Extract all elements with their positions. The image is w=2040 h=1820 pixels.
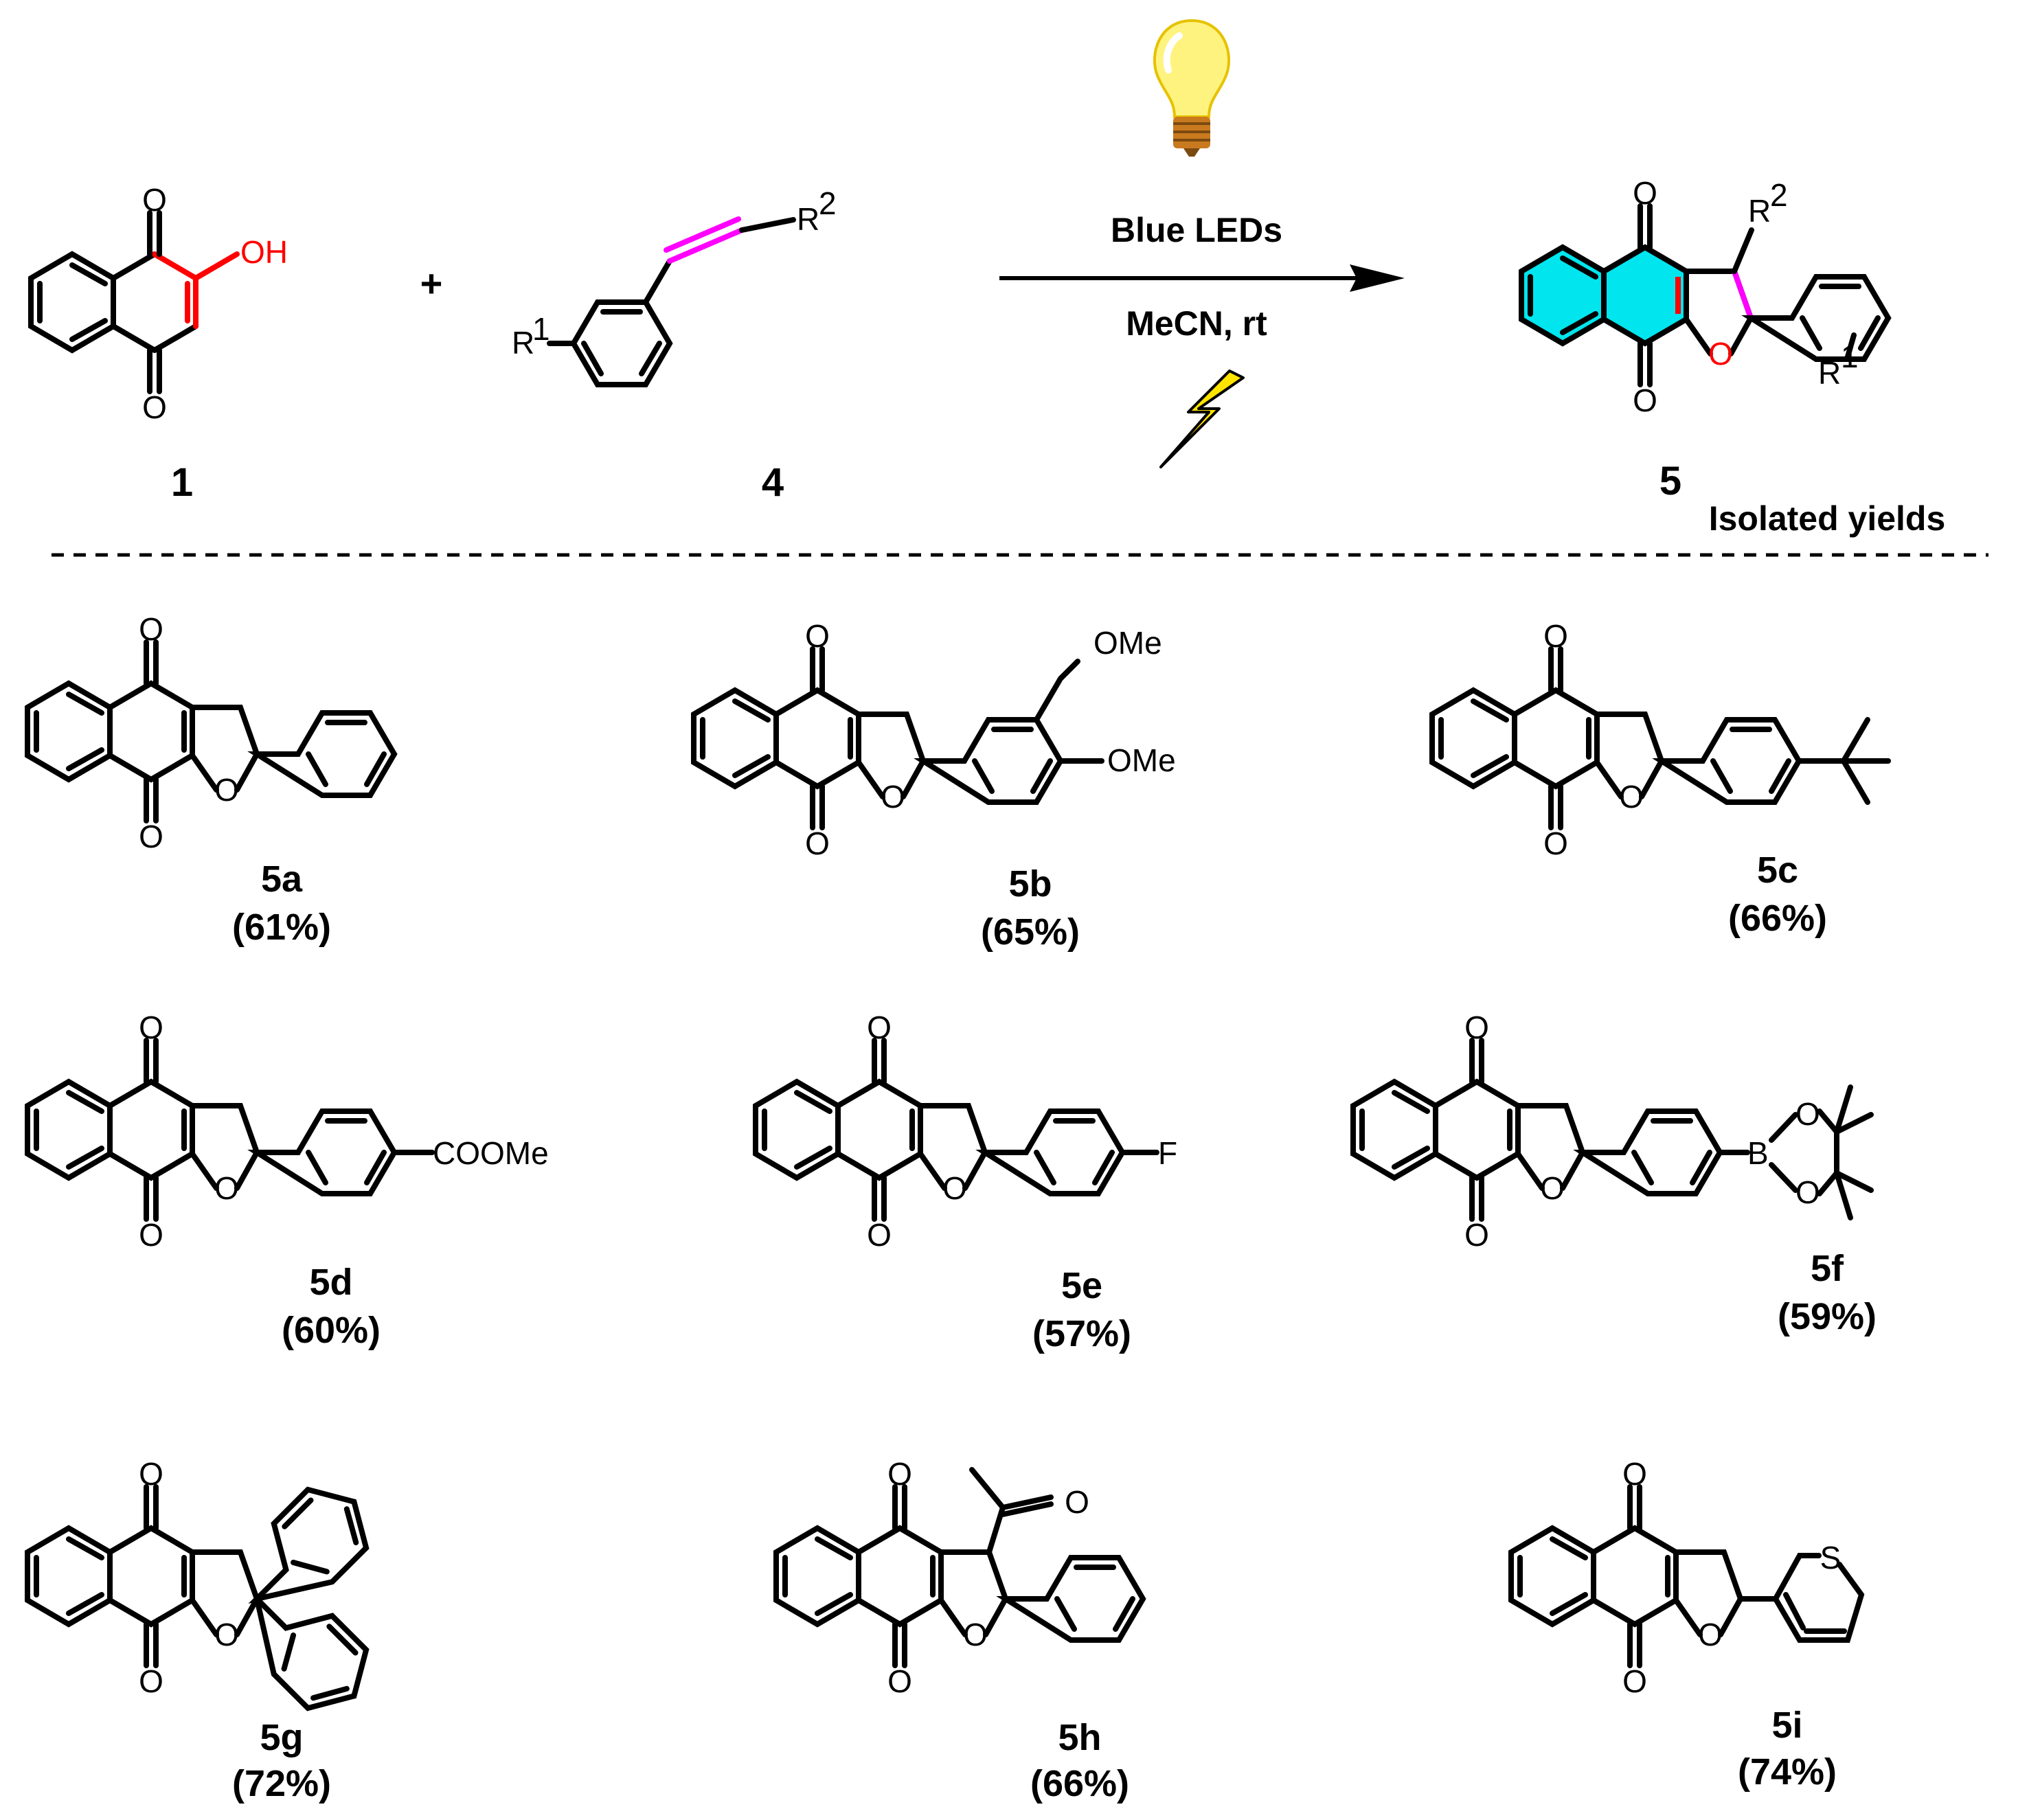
product-r1: R	[1818, 355, 1841, 391]
compound-5e-id: 5e	[1061, 1265, 1102, 1306]
product-r2: R	[1748, 193, 1771, 229]
compound-5a-id: 5a	[261, 858, 303, 900]
plus-sign: +	[420, 262, 443, 305]
compound-5c-yield: (66%)	[1728, 898, 1827, 939]
compound-5c-structure	[1432, 618, 1891, 861]
compound-5e-structure: F	[756, 1010, 1177, 1253]
compound-5f-o2: O	[1795, 1174, 1820, 1210]
compound-5h-o: O	[1065, 1484, 1089, 1520]
arrow-head	[1350, 264, 1405, 292]
compound-5i-s: S	[1820, 1540, 1841, 1576]
reactant4-r2-sup: 2	[819, 185, 837, 221]
reactant-4-structure: R 1 R 2	[512, 185, 837, 387]
lightning-bolt-icon	[1159, 369, 1245, 468]
condition-solvent: MeCN, rt	[1126, 304, 1267, 343]
compound-5f-id: 5f	[1811, 1248, 1844, 1289]
product-r2-sup: 2	[1770, 177, 1788, 213]
compound-5d-id: 5d	[309, 1262, 352, 1303]
compound-5f-o1: O	[1795, 1096, 1820, 1132]
compound-5g-structure	[27, 1456, 383, 1725]
compound-5h-id: 5h	[1058, 1717, 1101, 1758]
product-5-structure: O R 2 R 1	[1521, 175, 1888, 418]
reactant4-r2: R	[797, 201, 819, 237]
compound-5e-yield: (57%)	[1032, 1313, 1131, 1354]
compound-5i-structure: S	[1511, 1456, 1865, 1699]
compound-5b-structure: OMe OMe	[694, 618, 1176, 861]
reactant1-o-top: O	[142, 182, 167, 218]
product-o-ring: O	[1708, 336, 1733, 372]
bulb-icon	[1153, 19, 1230, 157]
compound-5d-yield: (60%)	[282, 1310, 381, 1351]
product-5-id: 5	[1659, 459, 1681, 503]
compound-5a-yield: (61%)	[232, 907, 331, 948]
compound-5f-structure: B O O	[1353, 1010, 1874, 1253]
compound-5b-id: 5b	[1008, 863, 1052, 905]
compound-5b-ome1: OMe	[1093, 625, 1162, 661]
reactant4-r1-sup: 1	[532, 311, 550, 347]
compound-5f-yield: (59%)	[1778, 1296, 1877, 1337]
compound-5b-yield: (65%)	[981, 911, 1080, 953]
compound-5i-yield: (74%)	[1738, 1751, 1837, 1793]
compound-5i-id: 5i	[1771, 1705, 1802, 1746]
compound-5g-yield: (72%)	[232, 1763, 331, 1804]
compound-5f-b: B	[1747, 1135, 1769, 1171]
compound-5c-id: 5c	[1757, 850, 1798, 891]
compound-5h-structure: O	[776, 1456, 1143, 1699]
compound-5b-ome2: OMe	[1107, 742, 1176, 778]
yield-note: Isolated yields	[1709, 499, 1946, 538]
reactant-4-id: 4	[762, 460, 784, 505]
reactant1-o-bottom: O	[142, 389, 167, 425]
compound-5e-f: F	[1158, 1135, 1177, 1171]
condition-light: Blue LEDs	[1111, 211, 1282, 249]
compound-5d-structure: COOMe	[27, 1010, 549, 1253]
reactant1-oh: OH	[240, 234, 288, 270]
reactant-1-id: 1	[171, 460, 193, 505]
product-r1-sup: 1	[1841, 339, 1859, 374]
compound-5d-coome: COOMe	[433, 1135, 549, 1171]
compound-5g-id: 5g	[260, 1717, 303, 1758]
compound-5h-yield: (66%)	[1030, 1763, 1129, 1804]
reactant4-r1: R	[512, 325, 534, 361]
reactant-1-structure: O O OH	[28, 182, 288, 425]
compound-5a-structure	[27, 611, 394, 854]
